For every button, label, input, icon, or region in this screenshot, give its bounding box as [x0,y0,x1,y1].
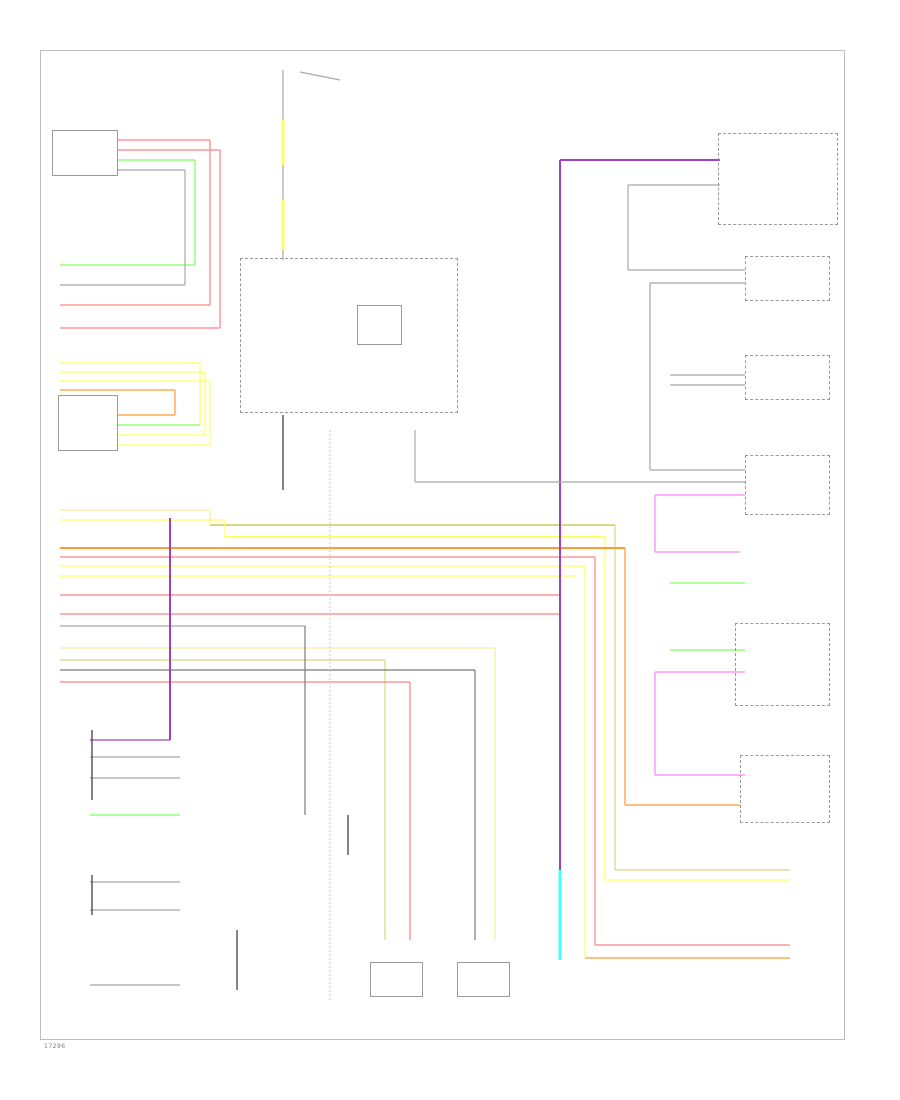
diagram-frame [40,50,845,1040]
rear-door-lock-motor [740,755,830,823]
connector-strokes [60,70,790,1000]
left-rear-lock-motor [370,962,423,997]
door-lock-actuator-right [745,355,830,400]
right-rear-lock-motor [457,962,510,997]
passenger-door-unlock-motor [718,133,838,225]
keyless-relay-1 [357,305,402,345]
driver-seat-switch [58,395,118,451]
keyless-control-module [240,258,458,413]
top-feed-stub [299,71,341,81]
rear-door-motor-1 [745,256,830,301]
passenger-door-switch [735,623,830,706]
left-front-door-switch [52,130,118,176]
diagram-code: 17296 [44,1043,66,1050]
door-lock-actuator-rear [745,455,830,515]
